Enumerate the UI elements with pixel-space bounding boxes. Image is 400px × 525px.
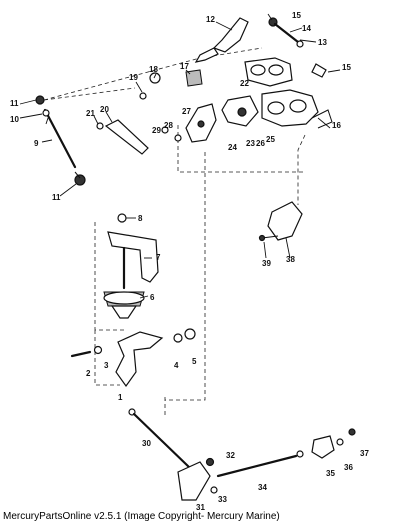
callout-38: 38 — [286, 255, 295, 264]
callout-27: 27 — [182, 107, 191, 116]
callout-10: 10 — [10, 115, 19, 124]
callout-11: 11 — [52, 193, 61, 202]
copyright-notice: MercuryPartsOnline v2.5.1 (Image Copyrig… — [3, 511, 280, 522]
callout-37: 37 — [360, 449, 369, 458]
callout-12: 12 — [206, 15, 215, 24]
callout-4: 4 — [174, 361, 179, 370]
callout-24: 24 — [228, 143, 237, 152]
small-lever — [96, 119, 182, 155]
advance-lever-assembly — [103, 213, 159, 319]
callout-39: 39 — [262, 259, 271, 268]
callout-35: 35 — [326, 469, 335, 478]
callout-19: 19 — [129, 73, 138, 82]
callout-25: 25 — [266, 135, 275, 144]
callout-36: 36 — [344, 463, 353, 472]
callout-14: 14 — [302, 24, 311, 33]
callout-7: 7 — [156, 253, 161, 262]
callout-8: 8 — [138, 214, 143, 223]
shift-lever-assembly — [70, 328, 196, 388]
callout-15: 15 — [342, 63, 351, 72]
mounting-bracket — [258, 201, 303, 242]
throttle-cam-lever — [194, 17, 327, 78]
callout-21: 21 — [86, 109, 95, 118]
callout-5: 5 — [192, 357, 197, 366]
callout-1: 1 — [118, 393, 123, 402]
callout-13: 13 — [318, 38, 327, 47]
callouts: 12 15 14 13 15 16 17 18 19 22 27 20 21 2… — [10, 11, 369, 512]
callout-22: 22 — [240, 79, 249, 88]
callout-11: 11 — [10, 99, 19, 108]
callout-32: 32 — [226, 451, 235, 460]
callout-9: 9 — [34, 139, 39, 148]
callout-17: 17 — [180, 62, 189, 71]
callout-15: 15 — [292, 11, 301, 20]
callout-30: 30 — [142, 439, 151, 448]
callout-33: 33 — [218, 495, 227, 504]
linkage-block — [139, 57, 333, 143]
control-rod-upper — [35, 95, 86, 186]
callout-34: 34 — [258, 483, 267, 492]
callout-18: 18 — [149, 65, 158, 74]
callout-31: 31 — [196, 503, 205, 512]
lower-shift-linkage — [128, 408, 356, 501]
callout-6: 6 — [150, 293, 155, 302]
callout-leaders — [19, 13, 341, 299]
callout-20: 20 — [100, 105, 109, 114]
callout-2: 2 — [86, 369, 91, 378]
callout-3: 3 — [104, 361, 109, 370]
callout-23: 23 — [246, 139, 255, 148]
callout-16: 16 — [332, 121, 341, 130]
callout-26: 26 — [256, 139, 265, 148]
callout-28: 28 — [164, 121, 173, 130]
callout-29: 29 — [152, 126, 161, 135]
